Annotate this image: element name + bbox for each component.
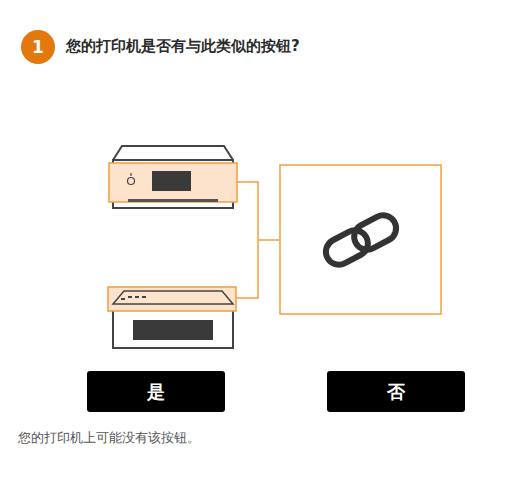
no-button: 否	[327, 371, 465, 412]
power-button	[128, 178, 135, 185]
highlight-panel	[109, 163, 237, 202]
bracket-line	[236, 182, 280, 298]
paper-slot	[128, 199, 218, 202]
step-number: 1	[21, 30, 55, 64]
yes-button: 是	[87, 371, 225, 412]
printer-lid	[113, 291, 233, 304]
node-label: 否	[387, 380, 405, 404]
display-screen	[152, 171, 191, 191]
highlight-panel	[108, 287, 236, 311]
heading: 您的打印机是否有与此类似的按钮?	[66, 37, 300, 56]
power-mark	[130, 173, 131, 176]
node-label: 1	[32, 37, 44, 57]
link-icon	[321, 211, 400, 270]
lid-buttons	[121, 296, 146, 300]
paper-tray	[133, 320, 213, 340]
icon-box	[280, 165, 441, 314]
node-label: 是	[147, 380, 165, 404]
caption-note: 您的打印机上可能没有该按钮。	[18, 429, 200, 447]
